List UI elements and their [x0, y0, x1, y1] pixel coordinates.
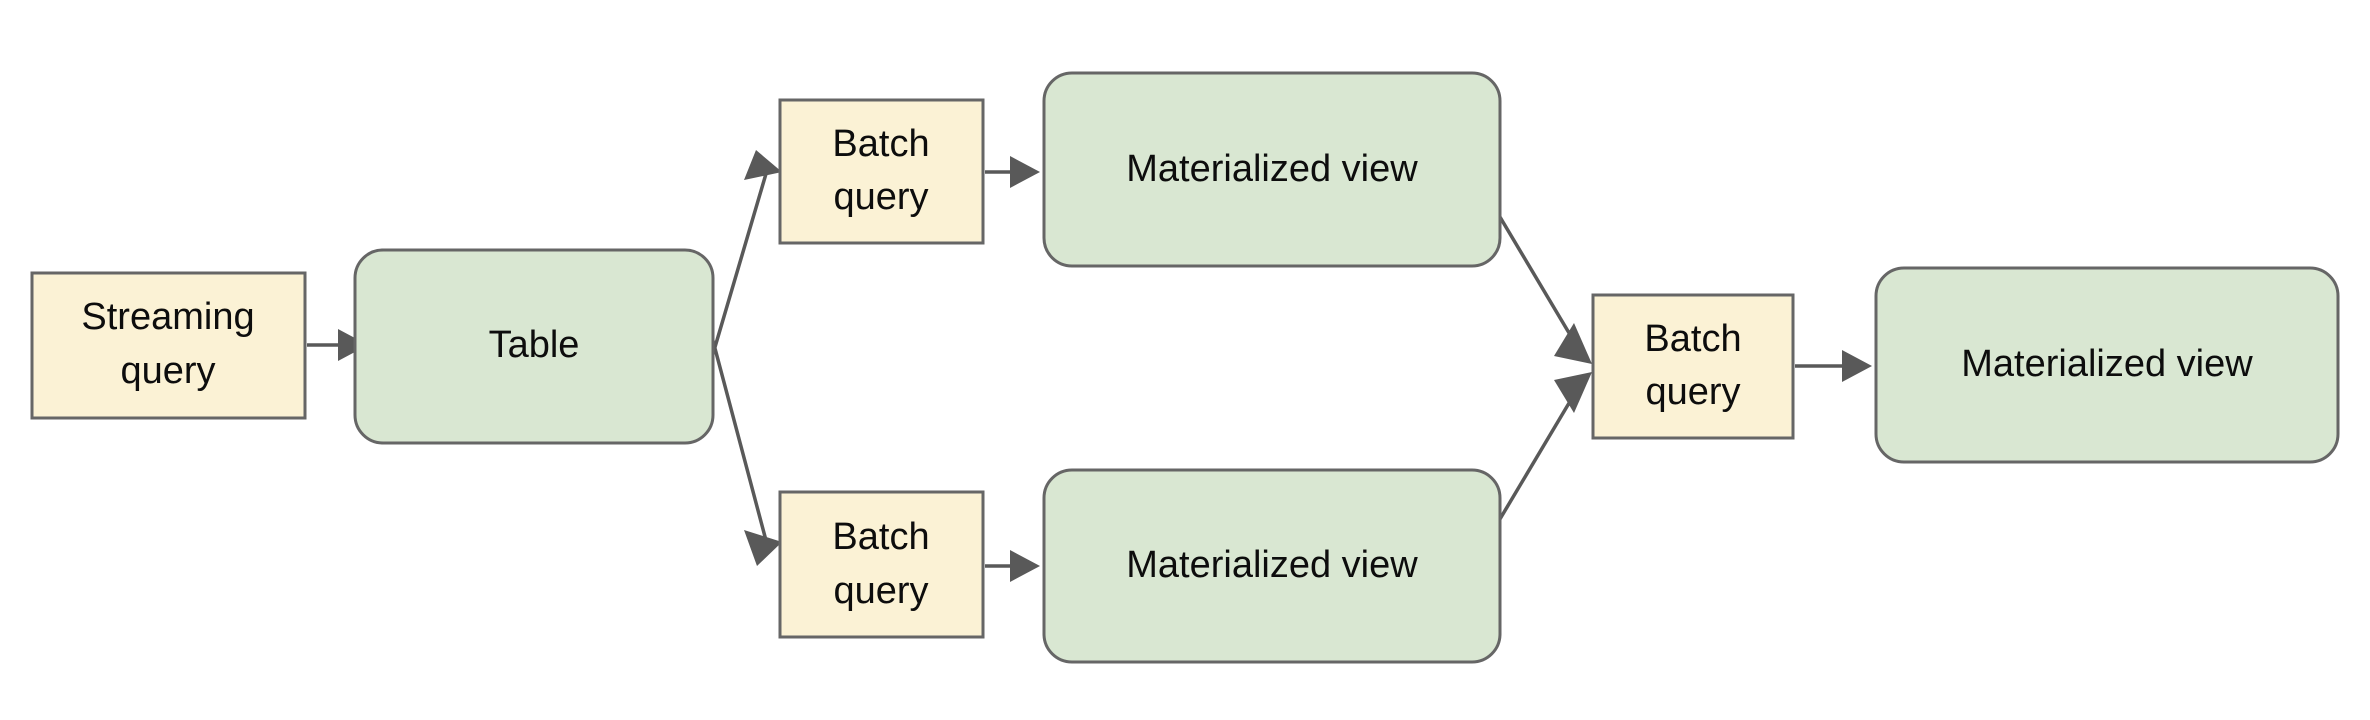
node-label-line2: query	[1645, 371, 1740, 413]
node-label-line1: Batch	[832, 123, 929, 165]
node-shape[interactable]	[1591, 293, 1795, 440]
node-label-line1: Materialized view	[1961, 343, 2253, 385]
arrowhead-icon	[1010, 156, 1040, 188]
arrowhead-icon	[338, 329, 368, 361]
node-label-line1: Materialized view	[1126, 148, 1418, 190]
node-materialized-view-final[interactable]: Materialized view	[1874, 266, 2340, 464]
edge-mv-bottom-to-merge	[1495, 372, 1592, 525]
node-shape[interactable]	[1042, 468, 1502, 664]
arrowhead-icon	[1842, 350, 1872, 382]
node-label-line2: query	[833, 176, 928, 218]
arrowhead-icon	[744, 530, 782, 566]
node-label-line1: Materialized view	[1126, 544, 1418, 586]
node-label-line1: Batch	[832, 516, 929, 558]
edge-line	[1495, 387, 1580, 525]
node-label-line1: Table	[489, 324, 580, 366]
node-label-line1: Batch	[1644, 318, 1741, 360]
node-shape[interactable]	[778, 98, 985, 245]
edge-merge-to-mv-final	[1795, 350, 1872, 382]
node-batch-query-top[interactable]: Batch query	[778, 98, 985, 245]
node-shape[interactable]	[353, 248, 715, 445]
edge-streaming-to-table	[307, 329, 368, 361]
node-streaming-query[interactable]: Streaming query	[30, 271, 307, 420]
arrowhead-icon	[1554, 323, 1592, 364]
edge-line	[1495, 211, 1580, 349]
edge-batch-top-to-mv-top	[985, 156, 1040, 188]
node-label-line2: query	[120, 350, 215, 392]
node-table[interactable]: Table	[353, 248, 715, 445]
node-label-line1: Streaming	[81, 296, 254, 338]
node-materialized-view-bottom[interactable]: Materialized view	[1042, 468, 1502, 664]
node-label-line2: query	[833, 570, 928, 612]
arrowhead-icon	[1554, 372, 1592, 413]
node-shape[interactable]	[778, 490, 985, 639]
arrowhead-icon	[1010, 550, 1040, 582]
node-shape[interactable]	[1042, 71, 1502, 268]
node-materialized-view-top[interactable]: Materialized view	[1042, 71, 1502, 268]
arrowhead-icon	[744, 150, 782, 180]
node-batch-query-merge[interactable]: Batch query	[1591, 293, 1795, 440]
node-shape[interactable]	[30, 271, 307, 420]
node-shape[interactable]	[1874, 266, 2340, 464]
edge-batch-bottom-to-mv-bottom	[985, 550, 1040, 582]
node-batch-query-bottom[interactable]: Batch query	[778, 490, 985, 639]
edge-mv-top-to-merge	[1495, 211, 1592, 364]
